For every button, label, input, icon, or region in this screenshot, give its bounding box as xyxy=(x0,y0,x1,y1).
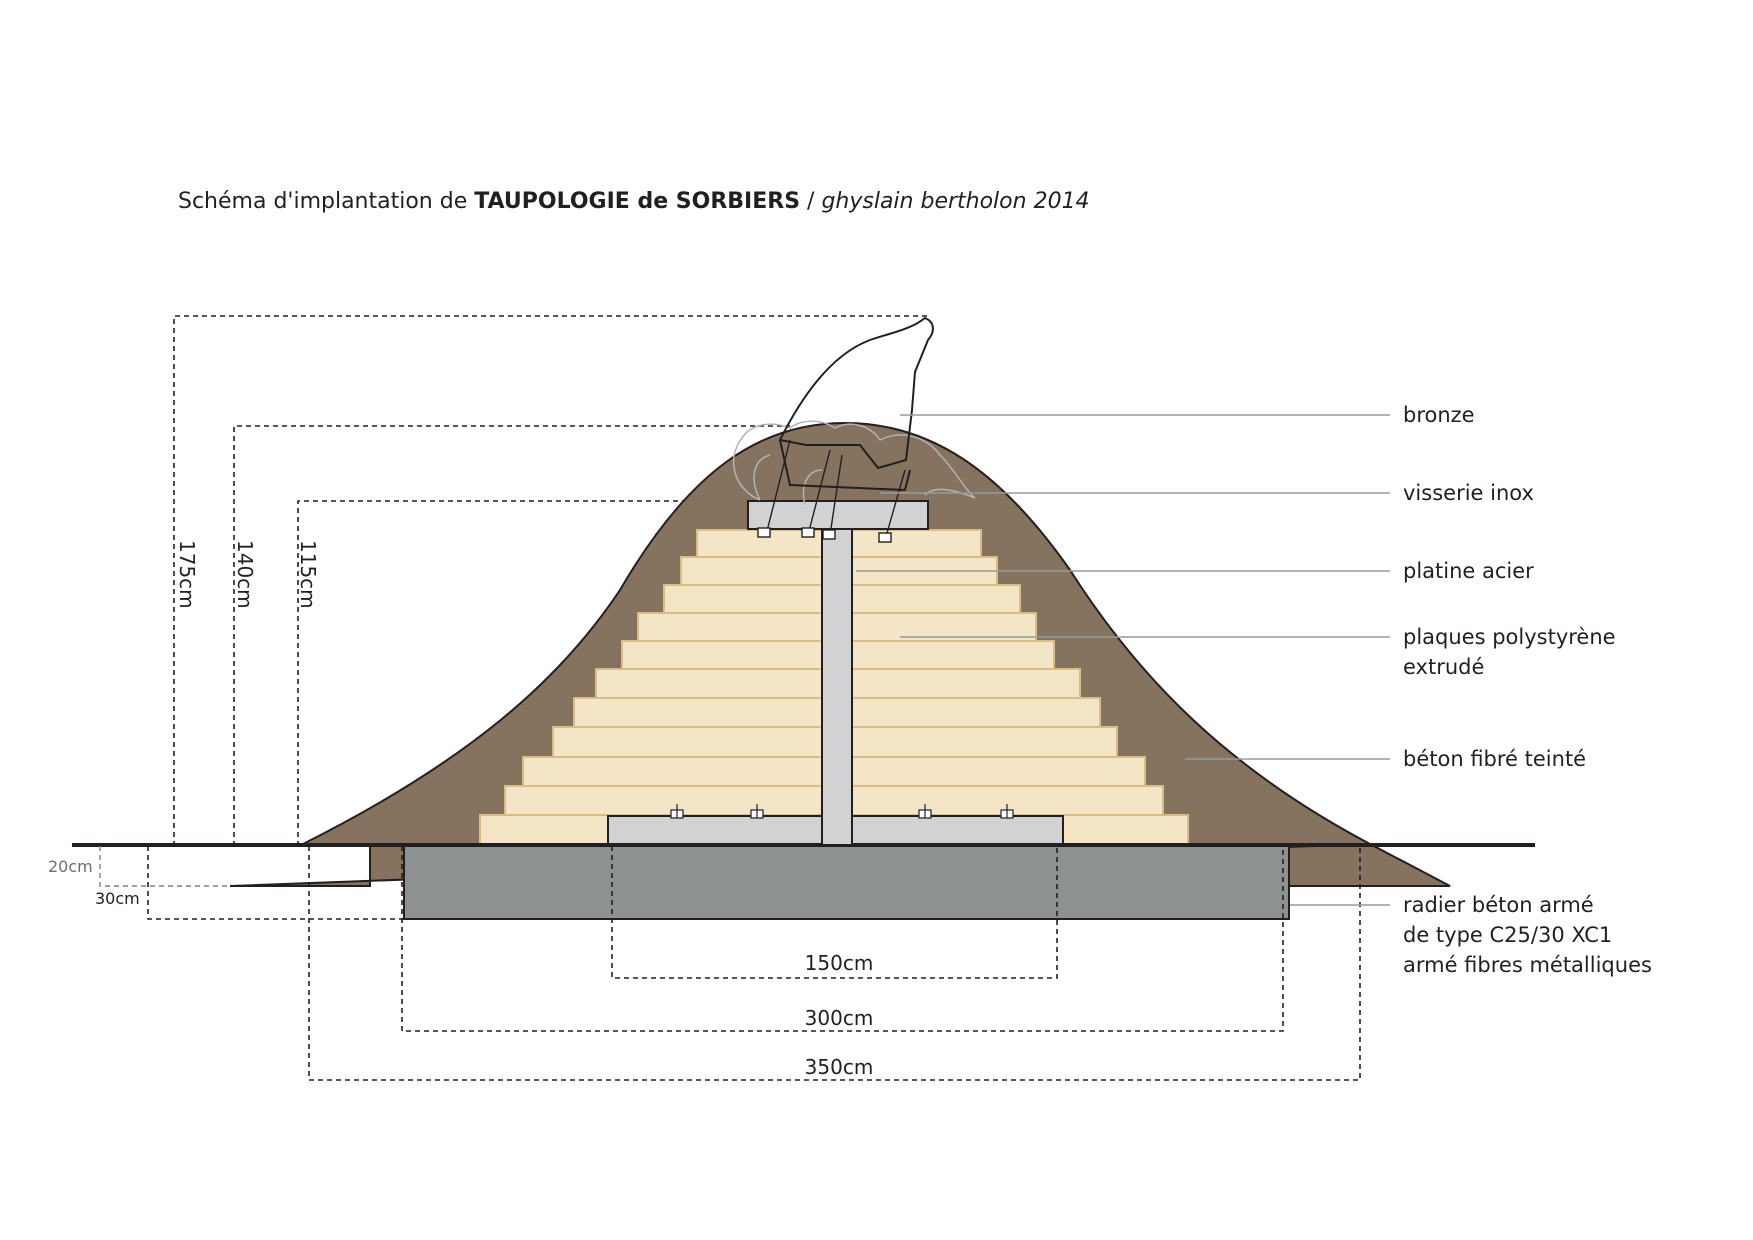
dim-label-175: 175cm xyxy=(175,540,199,609)
dim-frame-300 xyxy=(401,846,1284,1032)
dim-frame-350 xyxy=(308,846,1361,1081)
bolt-icon xyxy=(670,804,684,819)
title-separator: / xyxy=(800,189,821,214)
dim-label-150: 150cm xyxy=(805,951,874,975)
label-beton: béton fibré teinté xyxy=(1403,747,1586,771)
bolt-icon xyxy=(918,804,932,819)
dim-label-300: 300cm xyxy=(805,1006,874,1030)
title-author: ghyslain bertholon 2014 xyxy=(821,189,1089,214)
steel-column xyxy=(821,526,853,846)
dim-label-350: 350cm xyxy=(805,1055,874,1079)
dim-frame-140 xyxy=(233,425,790,846)
title-prefix: Schéma d'implantation de xyxy=(178,189,474,214)
label-plaques-1: plaques polystyrène xyxy=(1403,625,1616,649)
base-bolts xyxy=(670,804,1014,819)
label-platine: platine acier xyxy=(1403,559,1534,583)
dim-frame-30 xyxy=(147,846,403,920)
label-radier-1: radier béton armé xyxy=(1403,893,1594,917)
bronze-sculpture xyxy=(732,316,976,543)
label-visserie: visserie inox xyxy=(1403,481,1534,505)
title-bold: TAUPOLOGIE de SORBIERS xyxy=(474,189,800,214)
dim-label-115: 115cm xyxy=(296,540,320,609)
bolt-icon xyxy=(750,804,764,819)
dim-label-30: 30cm xyxy=(95,889,140,908)
dim-label-20: 20cm xyxy=(48,857,93,876)
label-radier-3: armé fibres métalliques xyxy=(1403,953,1652,977)
dim-frame-115 xyxy=(297,500,745,846)
bolt-icon xyxy=(1000,804,1014,819)
steel-top-plate xyxy=(747,500,929,530)
dim-label-140: 140cm xyxy=(233,540,257,609)
concrete-raft xyxy=(403,845,1290,920)
label-bronze: bronze xyxy=(1403,403,1475,427)
dim-frame-150 xyxy=(611,846,1058,979)
label-radier-2: de type C25/30 XC1 xyxy=(1403,923,1612,947)
dim-frame-20 xyxy=(99,846,228,887)
label-plaques-2: extrudé xyxy=(1403,655,1484,679)
diagram-title: Schéma d'implantation de TAUPOLOGIE de S… xyxy=(178,189,1090,214)
